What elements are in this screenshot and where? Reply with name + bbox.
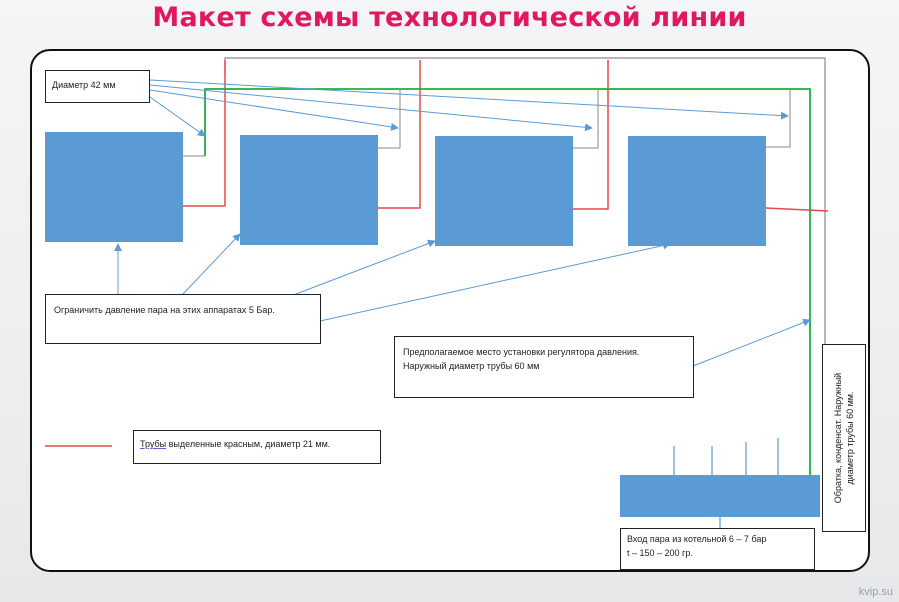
- red-legend-rest: выделенные красным, диаметр 21 мм.: [166, 439, 331, 449]
- watermark: kvip.su: [858, 586, 893, 598]
- branch-lines: [183, 89, 791, 157]
- pressure-limit-text: Ограничить давление пара на этих аппарат…: [54, 305, 275, 315]
- red-pipe-3: [573, 60, 609, 210]
- apparatus-4: [628, 136, 766, 246]
- return-text-1: Обратка, конденсат. Наружный: [832, 372, 843, 504]
- apparatus-3: [435, 136, 573, 246]
- red-legend-prefix: Трубы: [140, 439, 167, 449]
- red-pipes: [183, 60, 829, 212]
- pressure-limit-label: Ограничить давление пара на этих аппарат…: [45, 294, 321, 344]
- return-text-2: диаметр трубы 60 мм.: [845, 391, 855, 485]
- steam-input-text-1: Вход пара из котельной 6 – 7 бар: [627, 534, 767, 544]
- pressure-arrows: [114, 233, 671, 322]
- red-pipe-2: [378, 60, 421, 209]
- regulator-arrow: [692, 318, 811, 367]
- pipe-diameter-text: Диаметр 42 мм: [52, 80, 116, 90]
- red-legend-text: Трубы выделенные красным, диаметр 21 мм.: [140, 437, 374, 451]
- apparatus-1: [45, 132, 183, 242]
- regulator-text-1: Предполагаемое место установки регулятор…: [403, 347, 640, 357]
- apparatus-2: [240, 135, 378, 245]
- page-title: Макет схемы технологической линии: [152, 2, 747, 33]
- diameter-arrows: [149, 79, 789, 137]
- steam-input-stubs: [673, 438, 779, 528]
- red-pipe-4: [765, 207, 829, 212]
- pipe-diameter-label: Диаметр 42 мм: [45, 70, 150, 103]
- red-legend-label: Трубы выделенные красным, диаметр 21 мм.: [133, 430, 381, 464]
- regulator-text-2: Наружный диаметр трубы 60 мм: [403, 361, 540, 372]
- regulator-label: Предполагаемое место установки регулятор…: [394, 336, 694, 398]
- steam-input-box: [620, 475, 820, 517]
- green-steam-main: [204, 88, 811, 477]
- return-label: Обратка, конденсат. Наружный диаметр тру…: [822, 344, 866, 532]
- red-pipe-1: [183, 60, 226, 207]
- steam-input-label: Вход пара из котельной 6 – 7 бар t – 150…: [620, 528, 815, 570]
- steam-input-text-2: t – 150 – 200 гр.: [627, 547, 693, 558]
